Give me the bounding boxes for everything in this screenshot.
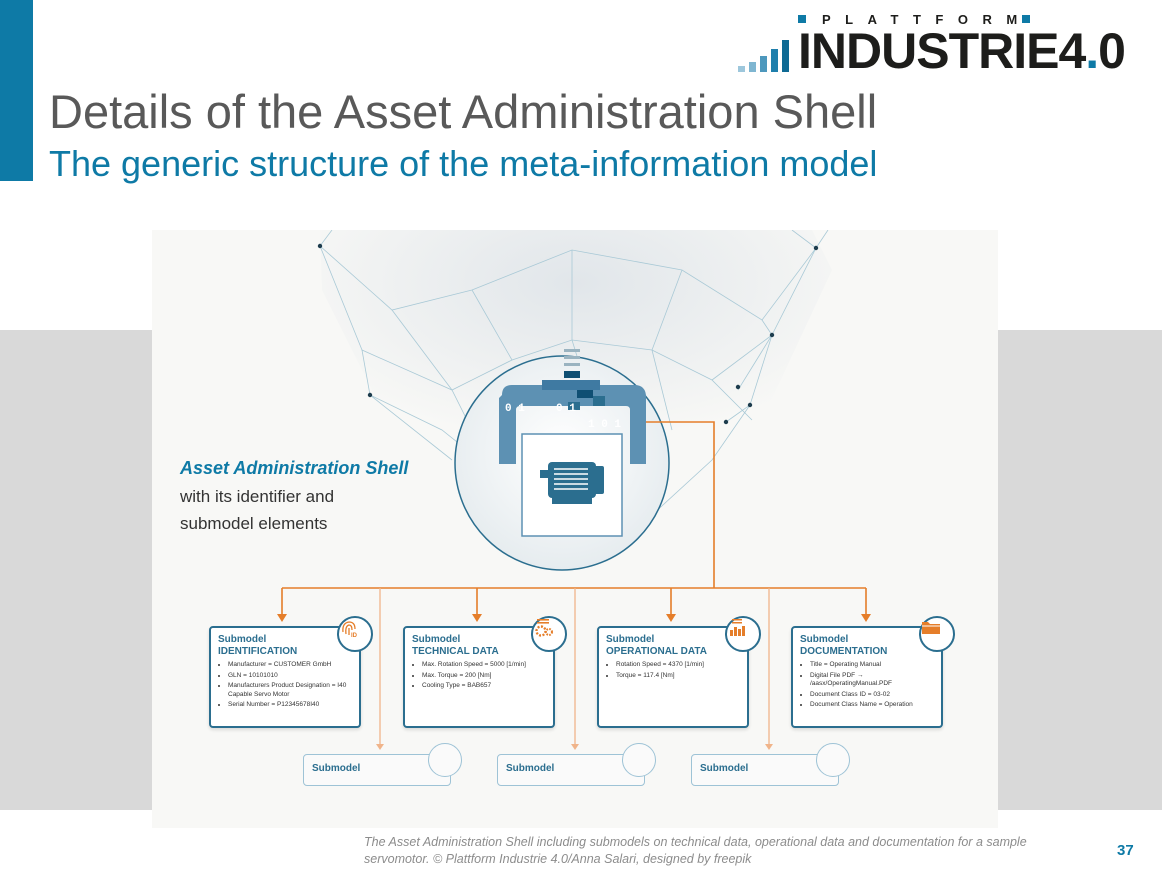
binary-text-3: 1 0 1 [588, 419, 621, 431]
logo-top-text: PLATTFORM [822, 12, 1032, 27]
logo-square-left [798, 15, 806, 23]
submodel-label: Submodel [606, 634, 655, 645]
logo-square-right [1022, 15, 1030, 23]
gears-icon [531, 616, 567, 652]
accent-bar [0, 0, 33, 181]
submodel-item: GLN = 10101010 [228, 672, 355, 680]
submodel-name: TECHNICAL DATA [412, 646, 499, 657]
platform-industrie-logo: PLATTFORM INDUSTRIE4.0 [736, 12, 1146, 76]
submodel-item: Serial Number = P12345678I40 [228, 701, 355, 709]
binary-text-2: 0 1 [556, 403, 576, 415]
submodel-items: Rotation Speed = 4370 [1/min] Torque = 1… [599, 661, 747, 680]
submodel-items: Manufacturer = CUSTOMER GmbH GLN = 10101… [211, 661, 359, 710]
submodel-items: Max. Rotation Speed = 5000 [1/min] Max. … [405, 661, 553, 691]
aas-description: with its identifier and submodel element… [180, 487, 335, 533]
empty-submodel-3: Submodel [691, 743, 850, 786]
submodel-name: OPERATIONAL DATA [606, 646, 707, 657]
submodel-item: Max. Rotation Speed = 5000 [1/min] [422, 661, 549, 669]
submodel-item: Document Class Name = Operation [810, 701, 937, 709]
submodel-item: Manufacturer = CUSTOMER GmbH [228, 661, 355, 669]
submodel-label: Submodel [218, 634, 267, 645]
aas-diagram: 0 1 0 1 1 0 1 [152, 230, 998, 828]
bar-chart-icon [725, 616, 761, 652]
submodel-documentation-card: Submodel DOCUMENTATION Title = Operating… [791, 616, 955, 728]
submodel-item: Max. Torque = 200 [Nm] [422, 672, 549, 680]
empty-submodel-label: Submodel [312, 763, 361, 774]
submodel-item: Title = Operating Manual [810, 661, 937, 669]
page-title: Details of the Asset Administration Shel… [49, 85, 878, 138]
empty-submodel-circle [428, 743, 462, 777]
page-number: 37 [1117, 842, 1134, 859]
submodel-identification-card: ID Submodel IDENTIFICATION Manufacturer … [209, 616, 373, 728]
empty-submodel-circle [816, 743, 850, 777]
logo-bars-icon [738, 40, 789, 72]
dashed-connectors [379, 588, 770, 746]
folder-icon [919, 616, 955, 652]
page-subtitle: The generic structure of the meta-inform… [49, 143, 878, 184]
svg-text:ID: ID [351, 633, 358, 638]
aas-label: Asset Administration Shell with its iden… [180, 458, 450, 537]
empty-submodel-1: Submodel [303, 743, 462, 786]
empty-submodel-2: Submodel [497, 743, 656, 786]
empty-submodel-circle [622, 743, 656, 777]
submodel-item: Torque = 117.4 [Nm] [616, 672, 743, 680]
binary-text-1: 0 1 [505, 403, 525, 415]
submodel-item: Cooling Type = BAB657 [422, 682, 549, 690]
submodel-name: IDENTIFICATION [218, 646, 298, 657]
figure-caption: The Asset Administration Shell including… [364, 835, 1027, 866]
network-background: 0 1 0 1 1 0 1 [277, 230, 871, 750]
submodel-item: Digital File PDF → /aasx/OperatingManual… [810, 672, 937, 688]
submodel-technical-data-card: Submodel TECHNICAL DATA Max. Rotation Sp… [403, 616, 567, 728]
submodel-name: DOCUMENTATION [800, 646, 888, 657]
submodel-operational-data-card: Submodel OPERATIONAL DATA Rotation Speed… [597, 616, 761, 728]
logo-main-text: INDUSTRIE4.0 [798, 23, 1126, 79]
submodel-item: Rotation Speed = 4370 [1/min] [616, 661, 743, 669]
submodel-label: Submodel [412, 634, 461, 645]
empty-submodel-label: Submodel [700, 763, 749, 774]
submodel-label: Submodel [800, 634, 849, 645]
submodel-item: Manufacturers Product Designation = I40 … [228, 682, 355, 698]
empty-submodel-label: Submodel [506, 763, 555, 774]
aas-title: Asset Administration Shell [180, 458, 409, 478]
servomotor-icon [540, 462, 604, 504]
fingerprint-id-icon: ID [337, 616, 373, 652]
submodel-item: Document Class ID = 03-02 [810, 691, 937, 699]
submodel-items: Title = Operating Manual Digital File PD… [793, 661, 941, 710]
